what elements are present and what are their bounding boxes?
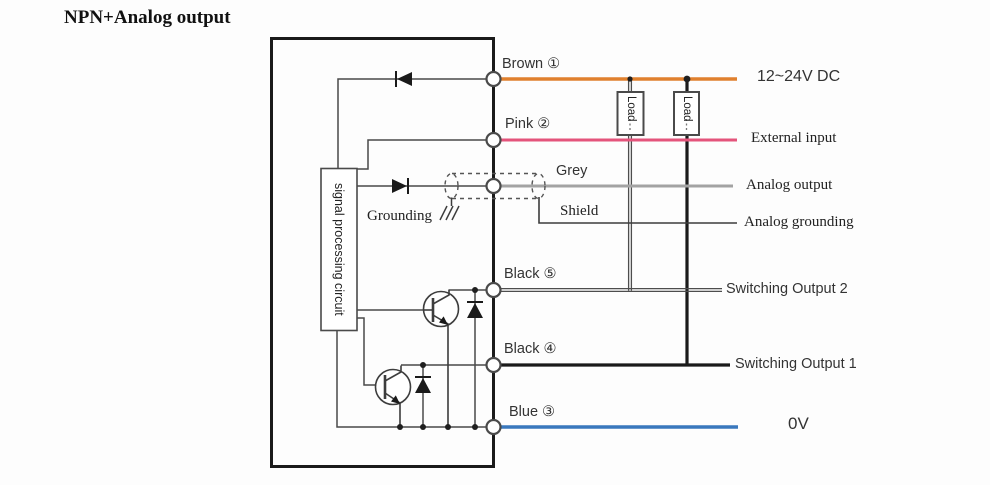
analog-output-label: Analog output (746, 177, 833, 193)
pink-internal-wire (357, 139, 494, 170)
terminal-black4 (485, 356, 502, 374)
t2-base-wire (357, 317, 385, 386)
grounding-label: Grounding (367, 208, 432, 224)
black4-wire-label: Black ④ (504, 341, 557, 357)
ground-icon (439, 197, 460, 221)
load2-box (673, 91, 700, 136)
load2-label: Load (681, 96, 694, 122)
terminal-brown (485, 70, 502, 88)
diagram-title: NPN+Analog output (64, 7, 231, 28)
blue-wire-label: Blue ③ (509, 404, 556, 420)
terminal-black5 (485, 281, 502, 299)
grey-wire-label: Grey (556, 163, 588, 179)
switching-output1-label: Switching Output 1 (735, 356, 857, 372)
npn-transistor1-icon (422, 289, 460, 427)
zero-volt-internal-wire (336, 331, 494, 428)
analog-output-diode-icon (392, 178, 409, 194)
zero-volt-label: 0V (788, 414, 809, 433)
load1-label: Load (625, 96, 638, 122)
shield-wire (538, 197, 737, 224)
black5-wire-label: Black ⑤ (504, 266, 557, 282)
clamp-diode2-icon (415, 376, 431, 393)
load1-box (616, 91, 645, 136)
junction-dots (397, 75, 691, 430)
shield-wire-label: Shield (560, 203, 599, 219)
terminal-grey (485, 177, 502, 195)
terminal-circles (485, 70, 502, 436)
pink-wire-label: Pink ② (505, 116, 551, 132)
clamp-diode1-icon (467, 301, 483, 318)
reverse-protection-diode-icon (395, 71, 412, 87)
internal-wires (336, 78, 494, 428)
switching-output2-wire (494, 287, 722, 293)
brown-internal-wire (337, 78, 494, 169)
signal-processing-label: signal processing circuit (332, 182, 347, 316)
sensor-outline-box (270, 37, 495, 468)
brown-wire-label: Brown ① (502, 56, 561, 72)
switching-output2-label: Switching Output 2 (726, 281, 848, 297)
power-label: 12~24V DC (757, 68, 841, 85)
terminal-pink (485, 131, 502, 149)
terminal-blue (485, 418, 502, 436)
analog-grounding-label: Analog grounding (744, 214, 854, 230)
npn-transistor2-icon (374, 365, 412, 427)
signal-processing-box (320, 167, 358, 332)
external-input-label: External input (751, 130, 837, 146)
